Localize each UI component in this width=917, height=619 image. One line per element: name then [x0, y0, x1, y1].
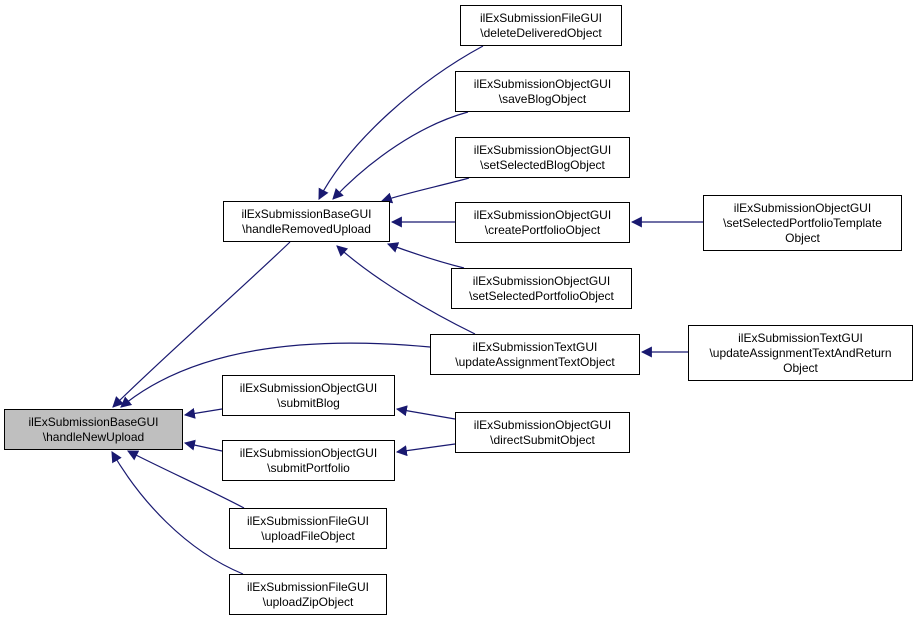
node-label-line: \setSelectedBlogObject	[480, 157, 605, 172]
node-label-line: ilExSubmissionFileGUI	[479, 10, 603, 25]
edge-uato-to-hru	[336, 245, 476, 335]
edge-sbo-to-hru	[332, 111, 469, 200]
node-label-line: ilExSubmissionObjectGUI	[472, 273, 611, 288]
node-label-line: ilExSubmissionObjectGUI	[473, 76, 612, 91]
edge-uzo-to-root	[111, 451, 244, 575]
node-upload-zip-object[interactable]: ilExSubmissionFileGUI\uploadZipObject	[229, 574, 387, 615]
node-label-line: \submitBlog	[277, 395, 340, 410]
node-label-line: \updateAssignmentTextObject	[455, 354, 615, 369]
node-label-line: \updateAssignmentTextAndReturn	[709, 345, 892, 360]
node-submit-blog[interactable]: ilExSubmissionObjectGUI\submitBlog	[222, 375, 395, 416]
node-handle-removed-upload[interactable]: ilExSubmissionBaseGUI\handleRemovedUploa…	[223, 201, 390, 242]
edge-ufo-to-root	[127, 450, 245, 509]
node-delete-delivered-object[interactable]: ilExSubmissionFileGUI\deleteDeliveredObj…	[460, 5, 622, 46]
node-label-line: ilExSubmissionObjectGUI	[733, 200, 872, 215]
edge-sspo-to-hru	[386, 242, 465, 269]
node-label-line: ilExSubmissionBaseGUI	[241, 206, 372, 221]
node-save-blog-object[interactable]: ilExSubmissionObjectGUI\saveBlogObject	[455, 71, 630, 112]
node-label-line: \uploadFileObject	[261, 528, 355, 543]
node-label-line: \handleNewUpload	[42, 429, 145, 444]
node-handle-new-upload: ilExSubmissionBaseGUI\handleNewUpload	[4, 409, 183, 450]
node-label-line: ilExSubmissionFileGUI	[246, 513, 370, 528]
node-set-selected-portfolio-template-object[interactable]: ilExSubmissionObjectGUI\setSelectedPortf…	[703, 195, 902, 251]
node-label-line: ilExSubmissionObjectGUI	[239, 445, 378, 460]
edge-sb-to-root	[183, 407, 223, 419]
node-label-line: \uploadZipObject	[262, 594, 354, 609]
node-label-line: \deleteDeliveredObject	[480, 25, 602, 40]
node-update-assignment-text-and-return-object[interactable]: ilExSubmissionTextGUI\updateAssignmentTe…	[688, 325, 913, 381]
node-label-line: ilExSubmissionTextGUI	[472, 339, 598, 354]
edge-uato-to-root	[120, 342, 431, 408]
node-create-portfolio-object[interactable]: ilExSubmissionObjectGUI\createPortfolioO…	[455, 202, 630, 243]
node-label-line: \setSelectedPortfolioObject	[469, 288, 614, 303]
node-label-line: \submitPortfolio	[267, 460, 350, 475]
edge-ssbo-to-hru	[380, 177, 470, 204]
node-label-line: Object	[783, 360, 818, 375]
node-label-line: ilExSubmissionObjectGUI	[473, 207, 612, 222]
node-label-line: ilExSubmissionTextGUI	[738, 330, 863, 345]
node-set-selected-portfolio-object[interactable]: ilExSubmissionObjectGUI\setSelectedPortf…	[451, 268, 632, 309]
node-label-line: ilExSubmissionObjectGUI	[239, 380, 378, 395]
edge-sp-to-root	[183, 439, 223, 452]
edge-dso-to-sp	[395, 443, 456, 457]
node-label-line: Object	[785, 230, 820, 245]
node-label-line: \saveBlogObject	[498, 91, 587, 106]
node-direct-submit-object[interactable]: ilExSubmissionObjectGUI\directSubmitObje…	[455, 412, 630, 453]
node-set-selected-blog-object[interactable]: ilExSubmissionObjectGUI\setSelectedBlogO…	[455, 137, 630, 178]
node-upload-file-object[interactable]: ilExSubmissionFileGUI\uploadFileObject	[229, 508, 387, 549]
node-label-line: \directSubmitObject	[490, 432, 595, 447]
node-update-assignment-text-object[interactable]: ilExSubmissionTextGUI\updateAssignmentTe…	[430, 334, 640, 375]
node-label-line: \handleRemovedUpload	[242, 221, 371, 236]
edge-hru-to-root	[112, 241, 291, 408]
edge-ddo-to-hru	[318, 45, 484, 200]
node-label-line: \createPortfolioObject	[484, 222, 601, 237]
node-label-line: ilExSubmissionObjectGUI	[473, 142, 612, 157]
node-label-line: \setSelectedPortfolioTemplate	[723, 215, 882, 230]
node-label-line: ilExSubmissionFileGUI	[246, 579, 370, 594]
node-submit-portfolio[interactable]: ilExSubmissionObjectGUI\submitPortfolio	[222, 440, 395, 481]
node-label-line: ilExSubmissionBaseGUI	[28, 414, 159, 429]
edge-dso-to-sb	[395, 405, 456, 420]
node-label-line: ilExSubmissionObjectGUI	[473, 417, 612, 432]
